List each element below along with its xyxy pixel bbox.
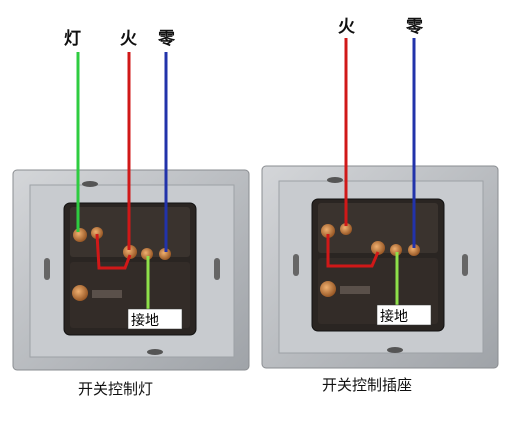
right-terminal-2 <box>340 223 352 235</box>
right-terminal-6 <box>320 281 336 297</box>
right-mount-slot-right <box>462 254 468 276</box>
left-mount-hole-top <box>82 181 98 187</box>
left-terminal-1 <box>73 228 87 242</box>
right-mount-hole-top <box>327 177 343 183</box>
right-terminal-3 <box>371 241 385 255</box>
left-terminal-6 <box>72 285 88 301</box>
right-mount-hole-bottom <box>387 347 403 353</box>
right-live-label: 火 <box>338 17 356 37</box>
right-ground-label-box <box>376 304 432 326</box>
right-live-jumper <box>326 234 380 268</box>
right-ground-label: 接地 <box>380 308 408 325</box>
right-terminal-4 <box>390 244 402 256</box>
left-mount-slot-right <box>214 258 220 280</box>
right-terminal-5 <box>408 244 420 256</box>
left-terminal-4 <box>141 248 153 260</box>
left-terminal-5 <box>159 248 171 260</box>
right-mount-slot-left <box>293 254 299 276</box>
left-neutral-label: 零 <box>157 29 176 49</box>
left-housing-marking <box>92 290 122 298</box>
left-ground-label-box <box>127 308 183 330</box>
left-ground-label: 接地 <box>131 312 159 329</box>
right-housing-top-block <box>318 203 438 253</box>
right-housing-marking <box>340 286 370 294</box>
left-live-jumper <box>95 233 132 270</box>
left-lamp-label: 灯 <box>64 29 81 49</box>
right-terminal-1 <box>321 224 335 238</box>
right-neutral-label: 零 <box>405 17 424 37</box>
left-live-label: 火 <box>120 29 138 49</box>
left-terminal-2 <box>91 227 103 239</box>
left-caption: 开关控制灯 <box>78 380 153 398</box>
right-caption: 开关控制插座 <box>322 376 412 394</box>
left-mount-hole-bottom <box>147 349 163 355</box>
right-socket-panel: 接地 火 零 开关控制插座 <box>261 17 499 394</box>
left-switch-panel: 接地 灯 火 零 开关控制灯 <box>12 29 250 398</box>
left-terminal-3 <box>123 245 137 259</box>
left-mount-slot-left <box>44 258 50 280</box>
